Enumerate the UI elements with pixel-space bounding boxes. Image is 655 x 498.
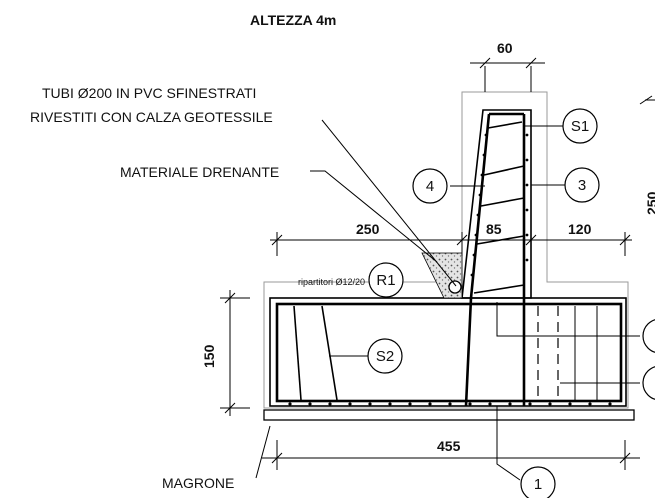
pipe-note-line1: TUBI Ø200 IN PVC SFINESTRATI — [42, 85, 256, 101]
marker-3 — [564, 167, 600, 203]
marker-s1-label: S1 — [571, 118, 589, 135]
dim-wall-height-label: 250 — [644, 191, 655, 215]
marker-r1-label: R1 — [376, 272, 395, 289]
dim-total-width — [262, 440, 640, 470]
marker-1-label: 1 — [534, 476, 542, 493]
pipe-note-line2: RIVESTITI CON CALZA GEOTESSILE — [30, 109, 273, 125]
stem-outline — [461, 109, 532, 299]
drainage-note: MATERIALE DRENANTE — [120, 164, 279, 180]
marker-clipped-lower — [642, 366, 655, 400]
dim-base-row — [270, 232, 632, 256]
ripartitori-note: ripartitori Ø12/20 — [298, 277, 365, 287]
footing-bar-2 — [321, 305, 338, 401]
dim-total-width-label: 455 — [437, 438, 461, 454]
marker-1-leader — [496, 406, 521, 481]
marker-clipped-upper — [642, 319, 655, 353]
dim-footing-height-label: 150 — [201, 344, 217, 368]
dim-wall-height — [639, 95, 655, 105]
pipe-note-leader — [321, 119, 457, 287]
drain-pipe-icon — [448, 280, 462, 294]
magrone-slab — [263, 409, 635, 421]
marker-s2 — [367, 338, 403, 374]
magrone-label: MAGRONE — [162, 475, 234, 491]
dim-footing-height — [220, 290, 250, 416]
drawing-title: ALTEZZA 4m — [250, 12, 336, 28]
bottom-rebar-dots — [288, 402, 612, 406]
marker-4 — [412, 168, 448, 204]
foundation-rebar-cage — [275, 302, 623, 403]
footing-bar-1 — [293, 305, 302, 401]
magrone-leader — [255, 425, 271, 479]
marker-4-label: 4 — [426, 178, 434, 195]
marker-3-label: 3 — [578, 177, 586, 194]
stem-rebar-dots — [470, 133, 529, 277]
marker-s2-label: S2 — [376, 348, 394, 365]
dim-top-width-label: 60 — [497, 40, 513, 56]
stem-extension-line — [496, 302, 640, 337]
stem-stirrups — [473, 121, 525, 294]
dim-top-width — [470, 57, 545, 92]
dim-toe-label: 120 — [568, 221, 592, 237]
drainage-note-leader — [310, 170, 438, 263]
marker-r1 — [368, 262, 404, 298]
dim-heel-label: 250 — [356, 221, 380, 237]
dim-stem-base-label: 85 — [486, 221, 502, 237]
marker-s1 — [562, 108, 598, 144]
marker-1 — [520, 466, 556, 498]
